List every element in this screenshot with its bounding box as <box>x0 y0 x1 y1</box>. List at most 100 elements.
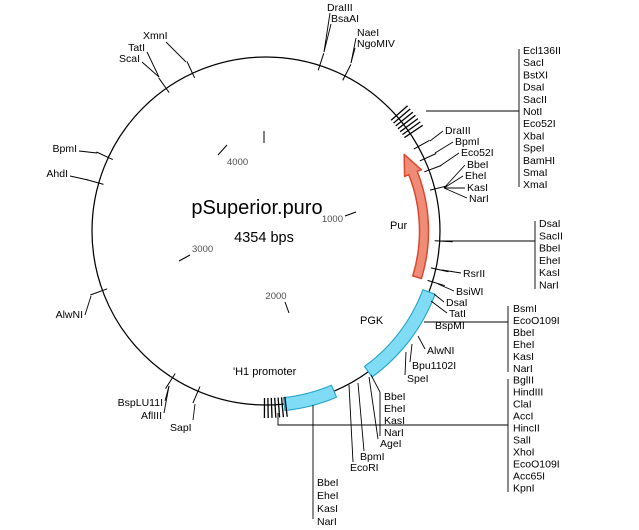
enzyme-label-hincii: HincII <box>513 423 540 435</box>
site-leader-rsrii <box>441 269 462 274</box>
enzyme-label-ecoo109i: EcoO109I <box>513 459 560 471</box>
enzyme-label-kasi: KasI <box>384 415 405 427</box>
mcs-hatch-bottom-tick <box>280 397 285 418</box>
enzyme-label-bpu1102i: Bpu1102I <box>412 360 456 372</box>
enzyme-label-alwni: AlwNI <box>427 345 454 357</box>
mcs-hatch-top-tick <box>402 121 421 136</box>
enzyme-label-spei: SpeI <box>523 143 545 155</box>
enzyme-label-bpmi: BpmI <box>52 143 77 155</box>
enzyme-label-ehei: EheI <box>384 403 406 415</box>
right-mid-list-site-tick <box>434 240 453 243</box>
enzyme-label-afliii: AflIII <box>141 410 162 422</box>
site-leader-bpmi <box>357 382 365 452</box>
enzyme-label-smai: SmaI <box>523 167 548 179</box>
site-leader-agei <box>368 376 379 440</box>
site-leader-afliii <box>163 385 170 414</box>
enzyme-label-ecoo109i: EcoO109I <box>513 315 560 327</box>
mcs-hatch-bottom-tick <box>270 397 273 418</box>
mcs-hatch-top-tick <box>390 105 409 121</box>
site-leader-tati <box>146 51 160 78</box>
enzyme-label-ecl136ii: Ecl136II <box>523 45 561 57</box>
enzyme-label-xhoi: XhoI <box>513 447 535 459</box>
enzyme-label-bbei: BbeI <box>317 477 339 489</box>
enzyme-label-noti: NotI <box>523 106 542 118</box>
enzyme-label-alwni: AlwNI <box>56 309 83 321</box>
enzyme-label-scai: ScaI <box>119 53 140 65</box>
site-tick-draiii <box>413 139 430 150</box>
pur-gene-arrow <box>403 153 430 280</box>
mcs-hatch-bottom-tick <box>274 397 277 418</box>
h1-promoter-band <box>282 384 338 412</box>
site-tick-alwni <box>90 288 108 296</box>
enzyme-label-nari: NarI <box>469 193 489 205</box>
enzyme-label-ahdi: AhdI <box>46 168 68 180</box>
scale-label-3000: 3000 <box>192 244 213 255</box>
enzyme-label-naei: NaeI <box>357 27 379 39</box>
enzyme-label-acc65i: Acc65I <box>513 471 545 483</box>
mcs-hatch-top-tick <box>404 124 424 139</box>
enzyme-label-bpmi: BpmI <box>455 136 480 148</box>
site-leader-bpu1102i <box>409 343 413 363</box>
enzyme-label-sapi: SapI <box>170 422 192 434</box>
enzyme-label-spei: SpeI <box>407 373 429 385</box>
site-leader-draiii <box>323 12 331 53</box>
enzyme-label-ehei: EheI <box>539 255 561 267</box>
enzyme-label-nari: NarI <box>539 280 559 292</box>
enzyme-label-nari: NarI <box>384 427 404 439</box>
mcs-hatch-top-tick <box>395 111 414 127</box>
site-tick-bbei <box>429 185 448 191</box>
site-tick-xmni <box>186 61 196 79</box>
generated-map-layers: 1000200030004000Ecl136IISacIBstXIDsaISac… <box>46 2 563 528</box>
mcs-bottom-list-connector <box>277 413 508 426</box>
enzyme-label-bstxi: BstXI <box>523 69 548 81</box>
enzyme-label-ehei: EheI <box>317 490 339 502</box>
site-leader-bpmi <box>78 150 98 154</box>
site-leader-dsai <box>433 293 445 303</box>
enzyme-label-rsrii: RsrII <box>463 268 485 280</box>
site-tick-sapi <box>192 386 201 404</box>
enzyme-label-bbei: BbeI <box>539 243 561 255</box>
site-leader-ahdi <box>69 175 89 181</box>
enzyme-label-dsai: DsaI <box>539 218 561 230</box>
enzyme-label-eco52i: Eco52I <box>461 147 494 159</box>
site-tick-bpmi <box>419 153 437 162</box>
enzyme-label-draiii: DraIII <box>327 2 353 14</box>
enzyme-label-agei: AgeI <box>380 438 402 450</box>
enzyme-label-bspmi: BspMI <box>435 320 465 332</box>
enzyme-label-bsaai: BsaAI <box>331 13 359 25</box>
site-leader-draiii <box>429 130 444 142</box>
enzyme-label-kasi: KasI <box>539 267 560 279</box>
enzyme-label-ehei: EheI <box>465 170 487 182</box>
site-tick-bpmi <box>96 151 114 161</box>
site-tick-bsplu11i <box>165 373 176 389</box>
site-tick-draiii <box>317 53 325 71</box>
site-leader-eco52i <box>439 152 460 167</box>
bbei-group-mid-connector <box>370 374 381 393</box>
plasmid-size: 4354 bps <box>234 230 294 246</box>
site-leader-spei <box>404 351 407 376</box>
plasmid-backbone-circle <box>91 56 441 406</box>
enzyme-label-ecori: EcoRI <box>350 462 379 474</box>
feature-label-h1: 'H1 promoter <box>233 366 297 378</box>
enzyme-label-xmni: XmnI <box>143 30 168 42</box>
enzyme-label-bglii: BglII <box>513 375 534 387</box>
enzyme-label-dsai: DsaI <box>523 82 545 94</box>
scale-tick-1000 <box>344 211 357 217</box>
enzyme-label-clai: ClaI <box>513 399 532 411</box>
enzyme-label-kasi: KasI <box>513 351 534 363</box>
enzyme-label-ehei: EheI <box>513 339 535 351</box>
enzyme-label-tati: TatI <box>128 42 145 54</box>
scale-label-1000: 1000 <box>322 214 343 225</box>
site-leader-alwni <box>84 295 92 316</box>
enzyme-label-bsplu11i: BspLU11I <box>118 397 163 409</box>
site-tick-eco52i <box>424 165 442 173</box>
enzyme-label-bsmi: BsmI <box>513 303 537 315</box>
enzyme-label-sali: SalI <box>513 435 531 447</box>
site-leader-scai <box>141 61 160 78</box>
site-leader-bsaai <box>323 23 332 53</box>
enzyme-label-bsiwi: BsiWI <box>456 286 483 298</box>
site-tick-bsiwi <box>427 279 445 287</box>
enzyme-label-draiii: DraIII <box>445 125 471 137</box>
